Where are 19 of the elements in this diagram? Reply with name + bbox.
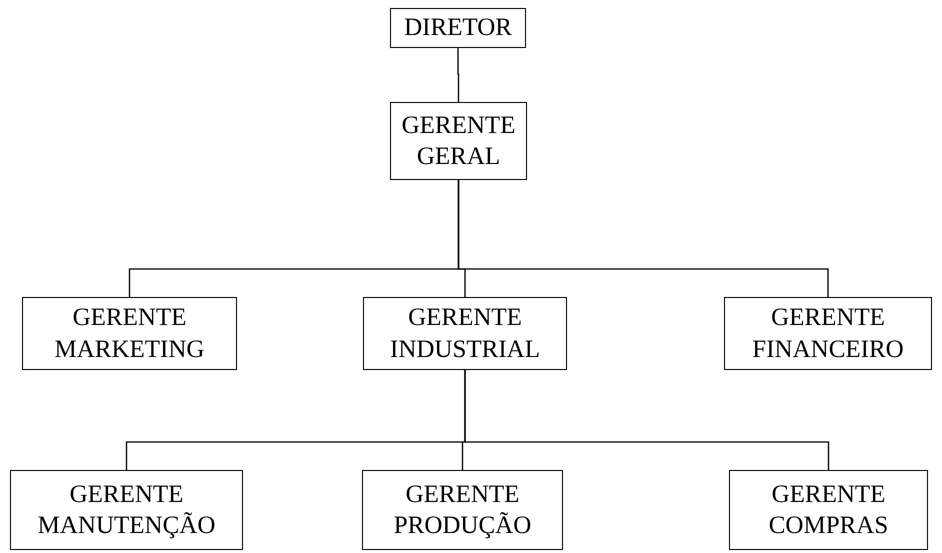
box-label: GERENTE GERAL: [400, 110, 516, 172]
box-label: GERENTE PRODUÇÃO: [392, 480, 532, 541]
org-box: [363, 297, 567, 370]
org-box: [10, 470, 243, 550]
connector-line: [458, 180, 829, 297]
org-box: [724, 297, 932, 370]
box-label: DIRETOR: [404, 13, 512, 44]
org-box: [390, 8, 526, 48]
box-label: GERENTE COMPRAS: [768, 480, 890, 541]
box-label: GERENTE MARKETING: [54, 303, 206, 364]
box-label: GERENTE FINANCEIRO: [751, 303, 905, 364]
org-box: [362, 470, 563, 550]
org-box: [390, 102, 527, 180]
org-box: [729, 470, 928, 550]
org-box: [22, 297, 237, 370]
box-label: GERENTE INDUSTRIAL: [389, 303, 541, 364]
connector-line: [464, 370, 830, 470]
connector-line: [457, 48, 460, 102]
box-label: GERENTE MANUTENÇÃO: [36, 480, 216, 541]
